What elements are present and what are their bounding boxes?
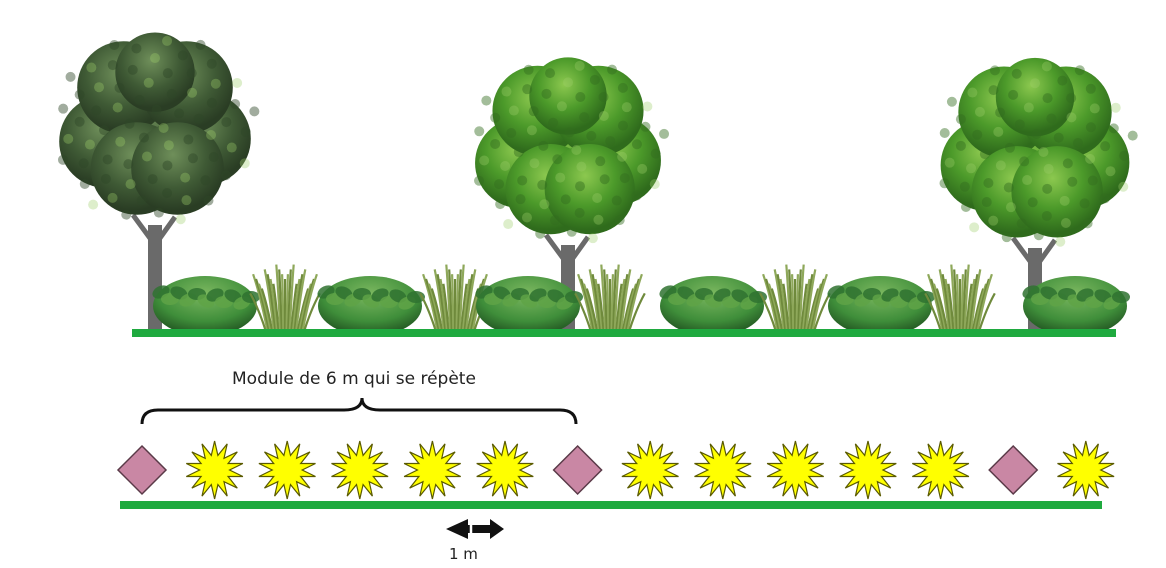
tree-icon: [57, 32, 260, 331]
star-symbol-icon: [186, 440, 244, 500]
understory-row: [152, 264, 1130, 336]
star-symbol-icon: [258, 440, 316, 500]
shrub-icon: [659, 276, 767, 336]
shrub-icon: [475, 276, 583, 336]
ornamental-grass-icon: [924, 264, 996, 332]
elevation-ground-line: [132, 329, 1116, 337]
diamond-symbol-icon: [552, 444, 603, 496]
tree-icon: [939, 57, 1138, 331]
plan-ground-line: [120, 501, 1102, 509]
ornamental-grass-icon: [419, 264, 491, 332]
star-symbol-icon: [766, 440, 824, 500]
star-symbol-icon: [1057, 440, 1115, 500]
shrub-icon: [152, 276, 260, 336]
star-symbol-icon: [912, 440, 970, 500]
scale-label: 1 m: [449, 545, 478, 563]
shrub-icon: [317, 276, 425, 336]
star-symbol-icon: [839, 440, 897, 500]
shrub-icon: [827, 276, 935, 336]
ornamental-grass-icon: [249, 264, 321, 332]
tree-icon: [474, 57, 670, 331]
curly-brace-icon: [140, 397, 578, 425]
star-symbol-icon: [694, 440, 752, 500]
double-arrow-icon: [446, 514, 504, 544]
diamond-symbol-icon: [988, 444, 1039, 496]
shrub-icon: [1022, 276, 1130, 336]
star-symbol-icon: [403, 440, 461, 500]
ornamental-grass-icon: [759, 264, 831, 332]
star-symbol-icon: [476, 440, 534, 500]
ornamental-grass-icon: [574, 264, 646, 332]
diamond-symbol-icon: [116, 444, 168, 496]
trees-row: [57, 32, 1138, 331]
plan-symbols-row: [116, 440, 1115, 500]
module-label: Module de 6 m qui se répète: [232, 369, 476, 389]
star-symbol-icon: [621, 440, 679, 500]
star-symbol-icon: [331, 440, 389, 500]
